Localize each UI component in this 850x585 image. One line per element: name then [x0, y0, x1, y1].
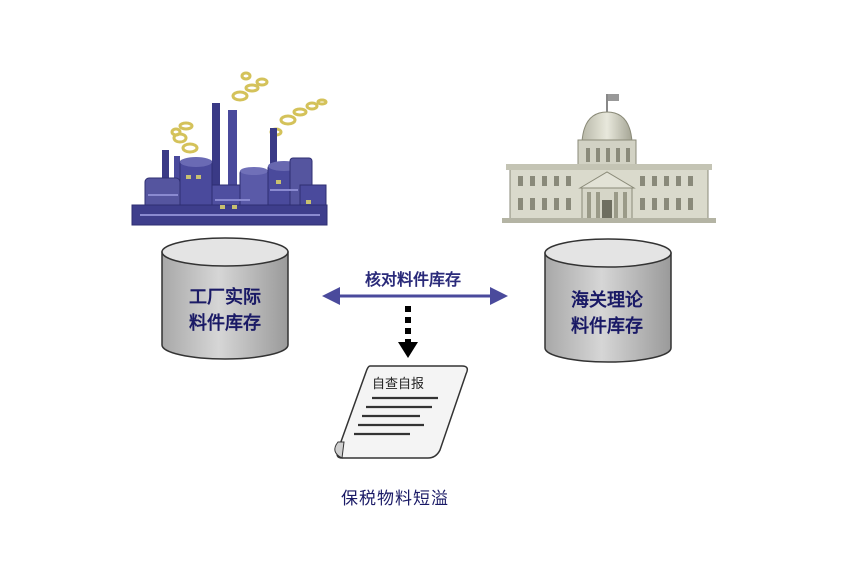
- customs-building-icon: [502, 94, 716, 223]
- dashed-down-arrow: [398, 306, 418, 358]
- factory-inventory-line1: 工厂实际: [189, 287, 261, 308]
- document-icon: [334, 365, 469, 459]
- customs-inventory-cylinder: [544, 238, 672, 363]
- verification-label: 核对料件库存: [364, 270, 461, 289]
- factory-inventory-label: 工厂实际 料件库存: [170, 285, 280, 337]
- declaration-label: 自查自报: [372, 377, 425, 392]
- customs-inventory-line1: 海关理论: [571, 290, 643, 311]
- bonded-material-result-label: 保税物料短溢: [341, 489, 449, 509]
- factory-inventory-cylinder: [161, 237, 289, 360]
- verification-double-arrow: [322, 287, 508, 305]
- customs-inventory-label: 海关理论 料件库存: [552, 288, 662, 340]
- factory-icon: [131, 71, 328, 226]
- customs-inventory-line2: 料件库存: [571, 316, 643, 337]
- factory-inventory-line2: 料件库存: [189, 313, 261, 334]
